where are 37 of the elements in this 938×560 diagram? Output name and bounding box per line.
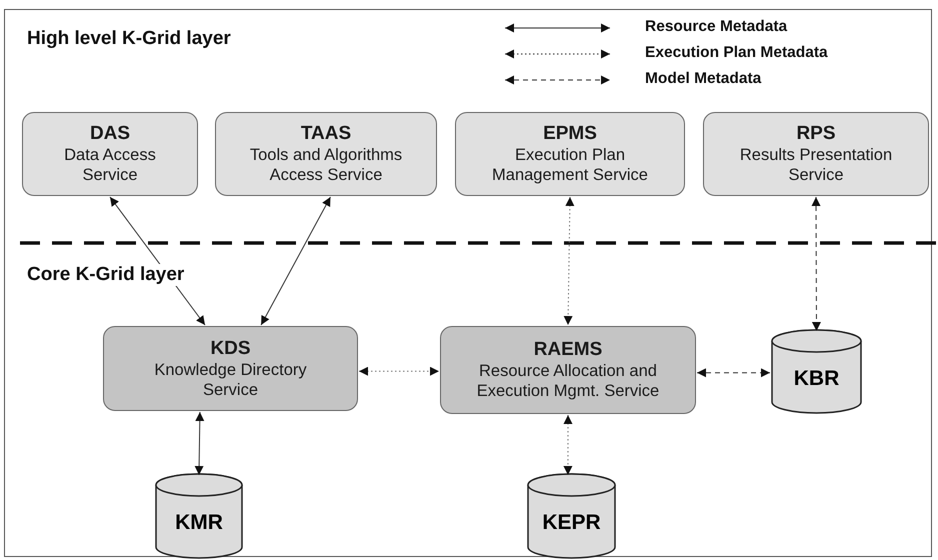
- service-acronym: DAS: [90, 123, 130, 145]
- database-label: KBR: [794, 366, 840, 390]
- service-name: Execution Plan Management Service: [491, 145, 649, 185]
- connector-arrow: [110, 196, 206, 326]
- connector-arrow: [564, 196, 574, 326]
- database-cylinder: [527, 474, 616, 558]
- service-box: [215, 112, 437, 196]
- database-cylinder: [771, 330, 862, 413]
- service-name: Data Access Service: [63, 145, 157, 185]
- connector-arrow: [260, 196, 331, 326]
- service-name: Resource Allocation and Execution Mgmt. Service: [476, 361, 660, 401]
- service-box: [703, 112, 929, 196]
- legend-label: Execution Plan Metadata: [645, 44, 828, 62]
- service-acronym: TAAS: [300, 123, 352, 145]
- service-box: [440, 326, 696, 414]
- layer-title: High level K-Grid layer: [25, 28, 233, 50]
- connector-arrow: [194, 412, 204, 476]
- service-acronym: KDS: [210, 338, 251, 360]
- layer-title: Core K-Grid layer: [25, 264, 186, 286]
- legend-label: Resource Metadata: [645, 18, 788, 36]
- legend-label: Model Metadata: [645, 70, 762, 88]
- database-label: KMR: [175, 511, 223, 535]
- service-box: [22, 112, 198, 196]
- database-cylinder: [155, 474, 243, 558]
- connector-arrow: [812, 196, 821, 332]
- connector-arrow: [563, 414, 572, 476]
- service-name: Results Presentation Service: [738, 145, 894, 185]
- service-box: [455, 112, 685, 196]
- connector-arrow: [358, 366, 440, 376]
- service-acronym: RPS: [796, 123, 836, 145]
- connector-arrow: [696, 368, 770, 378]
- service-box: [103, 326, 358, 411]
- database-label: KEPR: [542, 511, 601, 535]
- service-acronym: RAEMS: [534, 339, 602, 361]
- service-name: Tools and Algorithms Access Service: [248, 145, 404, 185]
- service-acronym: EPMS: [543, 123, 597, 145]
- service-name: Knowledge Directory Service: [153, 360, 308, 400]
